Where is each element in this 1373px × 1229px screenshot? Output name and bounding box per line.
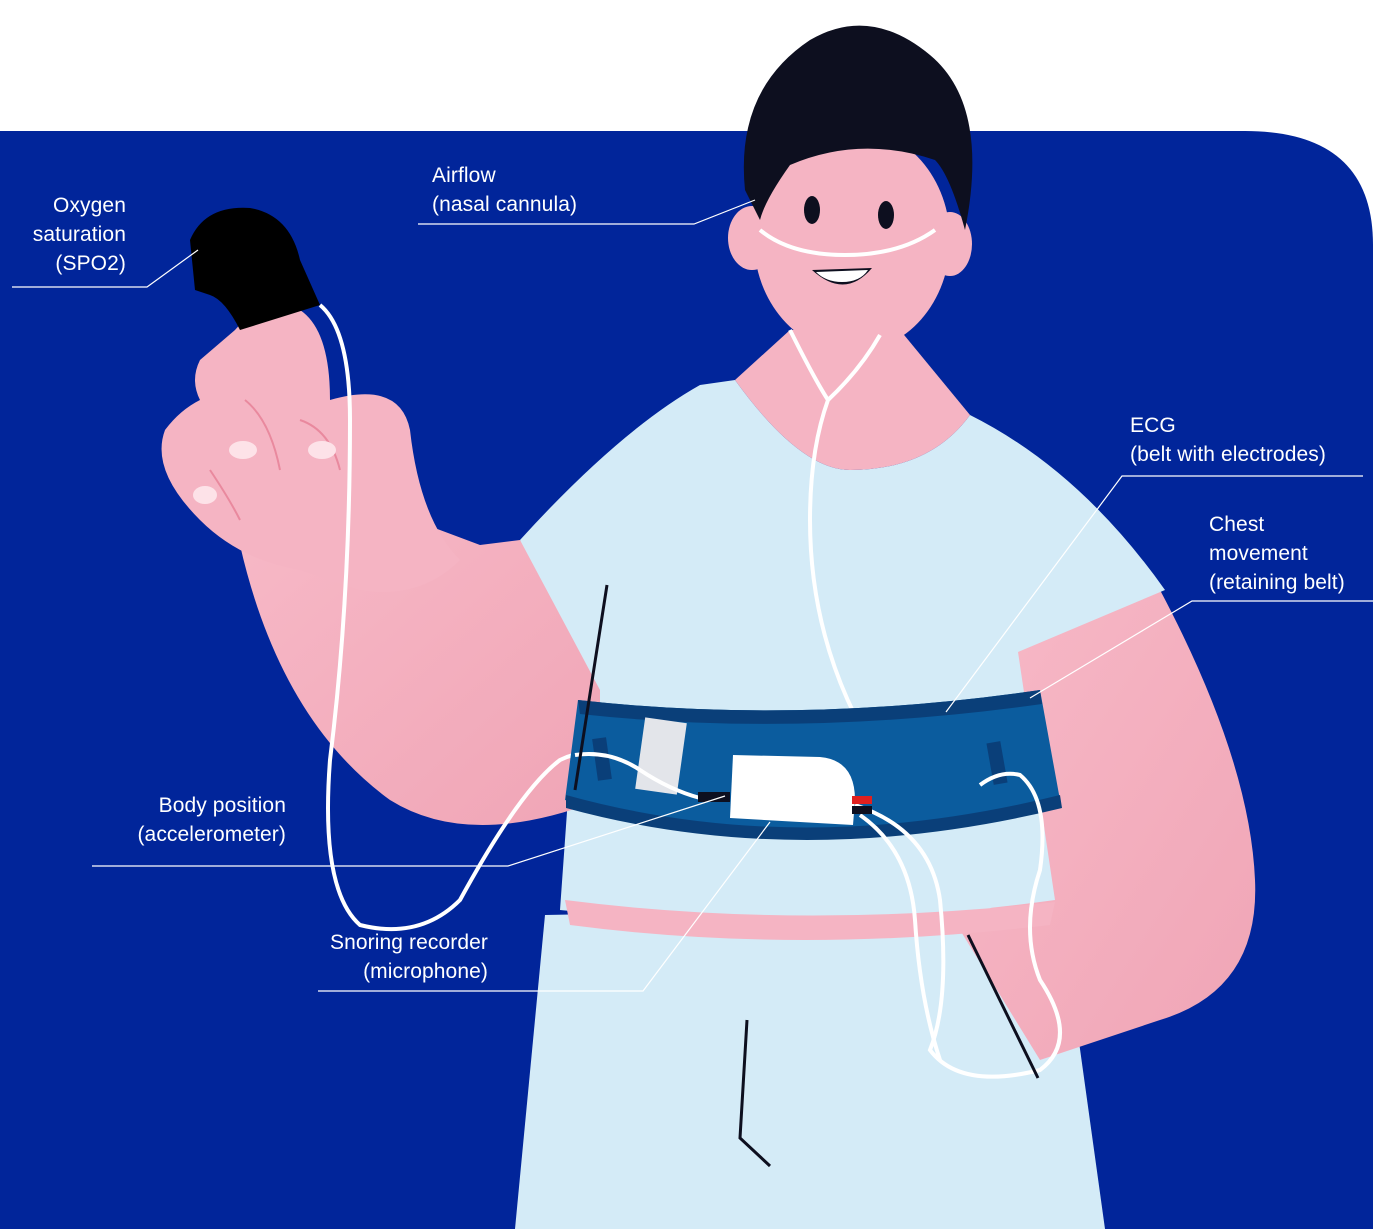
label-line: saturation [0,220,126,249]
label-airflow: Airflow (nasal cannula) [432,161,577,219]
label-line: Oxygen [0,191,126,220]
label-chest-movement: Chest movement (retaining belt) [1209,510,1345,597]
label-ecg: ECG (belt with electrodes) [1130,411,1326,469]
label-line: movement [1209,539,1345,568]
label-line: ECG [1130,411,1326,440]
label-line: Chest [1209,510,1345,539]
label-body-position: Body position (accelerometer) [80,791,286,849]
label-snoring-recorder: Snoring recorder (microphone) [280,928,488,986]
right-eye [878,201,894,229]
label-line: Snoring recorder [280,928,488,957]
label-line: (retaining belt) [1209,568,1345,597]
fingernail [229,441,257,459]
label-line: (SPO2) [0,249,126,278]
fingernail [308,441,336,459]
fingernail [193,486,217,504]
left-eye [804,196,820,224]
label-line: (microphone) [280,957,488,986]
label-line: (nasal cannula) [432,190,577,219]
connector [852,806,872,814]
label-line: (belt with electrodes) [1130,440,1326,469]
label-line: Body position [80,791,286,820]
label-oxygen-saturation: Oxygen saturation (SPO2) [0,191,126,278]
recorder-box-icon [730,755,855,825]
connector [852,796,872,804]
label-line: Airflow [432,161,577,190]
connector [698,792,730,802]
label-line: (accelerometer) [80,820,286,849]
